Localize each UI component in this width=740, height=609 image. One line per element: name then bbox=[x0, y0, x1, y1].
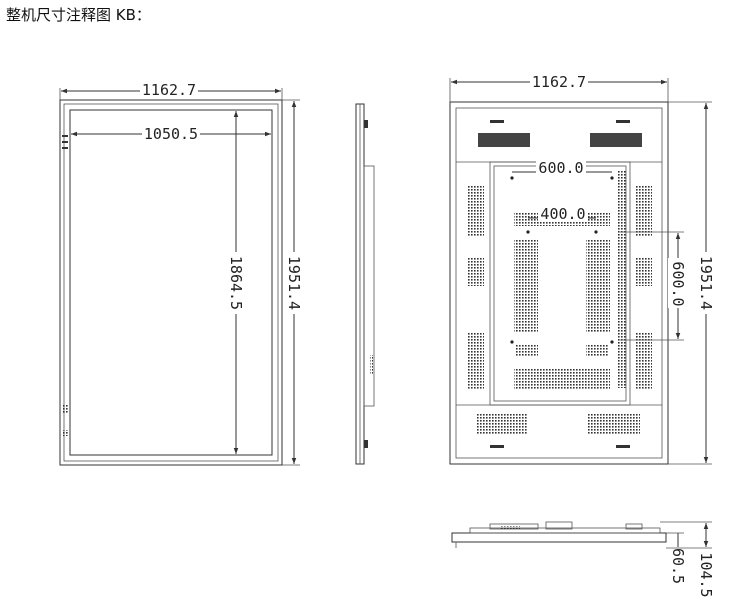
rear-top-left-vent bbox=[478, 133, 530, 147]
front-screen-width-label: 1050.5 bbox=[144, 125, 198, 143]
front-view: 1162.7 1050.5 1864.5 1951.4 bbox=[59, 81, 304, 466]
side-rear-housing bbox=[363, 165, 375, 407]
page-title: 整机尺寸注释图 KB： bbox=[6, 6, 151, 24]
front-overall-height-label: 1951.4 bbox=[285, 256, 303, 310]
front-side-indicators bbox=[62, 135, 68, 436]
rear-bottom-left-vent bbox=[476, 413, 528, 435]
rear-center-left-grid bbox=[514, 240, 538, 332]
rear-overall-height-label: 1951.4 bbox=[697, 256, 715, 310]
front-screen-area bbox=[69, 109, 273, 456]
front-outer-frame bbox=[59, 99, 283, 466]
rear-mount-vertical-label: 600.0 bbox=[669, 261, 687, 306]
rear-mount-horizontal-outer-label: 600.0 bbox=[538, 159, 583, 177]
rear-inner-vent-strip bbox=[618, 170, 626, 388]
side-view bbox=[355, 103, 375, 465]
front-bezel bbox=[63, 103, 279, 462]
rear-view: 1162.7 600.0 400.0 600.0 1951.4 bbox=[449, 73, 716, 465]
rear-left-vent-lower bbox=[468, 332, 484, 390]
rear-overall-width-label: 1162.7 bbox=[532, 73, 586, 91]
bottom-body-depth-label: 60.5 bbox=[669, 548, 687, 584]
bottom-view: 104.5 60.5 bbox=[451, 521, 715, 598]
rear-right-vent-upper bbox=[636, 185, 652, 237]
rear-mount-horizontal-inner-label: 400.0 bbox=[540, 205, 585, 223]
bottom-total-depth-label: 104.5 bbox=[697, 552, 715, 597]
rear-mounting-holes bbox=[510, 176, 614, 344]
bottom-panel bbox=[451, 532, 667, 543]
front-screen-height-label: 1864.5 bbox=[227, 256, 245, 310]
rear-center-bottom-grid bbox=[514, 368, 610, 390]
front-overall-width-label: 1162.7 bbox=[142, 81, 196, 99]
rear-top-right-vent bbox=[590, 133, 642, 147]
rear-bottom-right-vent bbox=[588, 413, 640, 435]
rear-center-right-grid bbox=[586, 240, 610, 332]
rear-right-vent-lower bbox=[636, 332, 652, 390]
rear-left-vent-upper bbox=[468, 185, 484, 237]
